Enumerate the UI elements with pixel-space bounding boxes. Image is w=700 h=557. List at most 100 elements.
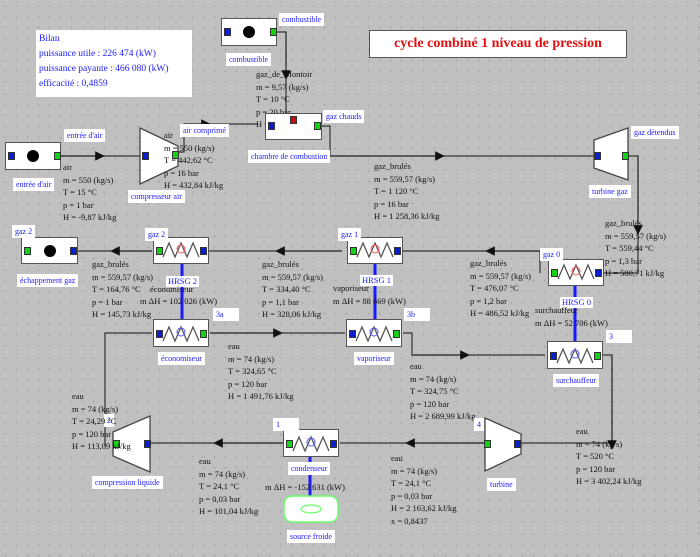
coil-icon: [557, 263, 595, 281]
inlet-port[interactable]: [268, 122, 275, 130]
stream-gas-0: gaz_brulés m = 559,57 (kg/s) T = 476,07 …: [470, 258, 531, 318]
outlet-port[interactable]: [551, 269, 558, 277]
label-hrsg-1: HRSG 1: [360, 275, 394, 286]
hrsg-0[interactable]: [548, 259, 604, 286]
wire-water-3b: [403, 332, 545, 356]
stream-gas-2: gaz_brulés m = 559,57 (kg/s) T = 164,76 …: [92, 259, 153, 319]
hrsg-1[interactable]: [347, 237, 403, 264]
outlet-port[interactable]: [393, 330, 400, 338]
combustion-chamber[interactable]: [265, 113, 322, 140]
outlet-port[interactable]: [70, 247, 77, 255]
exchange-name-surchauffeur: surchauffeur: [535, 305, 578, 315]
stream-air-comp: air m = 550 (kg/s) T = 442,62 °C p = 16 …: [164, 130, 224, 190]
label-entree-air-bottom: entrée d'air: [13, 178, 55, 191]
stream-gas-exp: gaz_brulés m = 559,57 (kg/s) T = 559,44 …: [605, 218, 666, 278]
label-4: 4: [474, 418, 484, 431]
stream-water-1: eau m = 74 (kg/s) T = 24,1 °C p = 0,03 b…: [199, 456, 259, 516]
bilan-efficiency: efficacité : 0,4859: [39, 79, 108, 89]
stream-gas-hot: gaz_brulés m = 559,57 (kg/s) T = 1 120 °…: [374, 161, 440, 221]
inlet-port[interactable]: [8, 152, 15, 160]
exchange-value-hrsg2: m ΔH = 102 026 (kW): [140, 296, 218, 306]
condenseur[interactable]: [283, 429, 339, 457]
label-1: 1: [273, 418, 299, 431]
inlet-port[interactable]: [224, 28, 231, 36]
steam-turbine-inlet-port[interactable]: [514, 440, 521, 448]
label-combustible-top: combustible: [279, 13, 325, 26]
inlet-port[interactable]: [24, 247, 31, 255]
air-inlet-source[interactable]: [5, 142, 61, 170]
bilan-useful-power: puissance utile : 226 474 (kW): [39, 49, 156, 59]
label-compresseur-air: compresseur air: [128, 190, 185, 203]
hrsg-2[interactable]: [153, 237, 209, 264]
inlet-port[interactable]: [200, 247, 207, 255]
exchange-name-economiseur: économiseur: [150, 284, 194, 294]
label-hrsg-0: HRSG 0: [560, 297, 594, 308]
inlet-port[interactable]: [349, 330, 356, 338]
inlet-port[interactable]: [394, 247, 401, 255]
steam-turbine-outlet-port[interactable]: [484, 440, 491, 448]
stream-gas-1: gaz_brulés m = 559,57 (kg/s) T = 334,40 …: [262, 259, 323, 319]
outlet-port[interactable]: [594, 352, 601, 360]
pump-outlet-port[interactable]: [113, 440, 120, 448]
label-surchauffeur: surchauffeur: [553, 374, 600, 387]
vaporiseur[interactable]: [346, 319, 402, 347]
stream-water-3a: eau m = 74 (kg/s) T = 324,65 °C p = 120 …: [228, 341, 294, 401]
bilan-heading: Bilan: [39, 34, 60, 44]
coil-icon: [162, 325, 200, 343]
stream-water-3: eau m = 74 (kg/s) T = 520 °C p = 120 bar…: [576, 426, 642, 486]
outlet-port[interactable]: [286, 440, 293, 448]
gas-turbine-outlet-port[interactable]: [622, 152, 629, 160]
label-gaz-2-hrsg: gaz 2: [145, 228, 169, 241]
inlet-port[interactable]: [330, 440, 337, 448]
outlet-port[interactable]: [156, 247, 163, 255]
economiseur[interactable]: [153, 319, 209, 347]
pump-shape: [112, 415, 151, 473]
stream-water-2: eau m = 74 (kg/s) T = 24,29 °C p = 120 b…: [72, 391, 131, 451]
label-condenseur: condenseur: [288, 462, 331, 475]
label-gaz-2: gaz 2: [12, 225, 36, 238]
pump-inlet-port[interactable]: [144, 440, 151, 448]
label-vaporiseur: vaporiseur: [354, 352, 394, 365]
steam-turbine-shape: [484, 416, 522, 473]
cold-source-shape: [283, 495, 339, 523]
outlet-port[interactable]: [314, 122, 321, 130]
label-2: 2: [104, 414, 114, 427]
inlet-port[interactable]: [595, 269, 602, 277]
diagram-title: cycle combiné 1 niveau de pression: [369, 30, 627, 58]
inlet-port[interactable]: [550, 352, 557, 360]
gas-turbine-inlet-port[interactable]: [594, 152, 601, 160]
compressor-air-inlet-port[interactable]: [142, 152, 149, 160]
outlet-port[interactable]: [270, 28, 277, 36]
label-hrsg-2: HRSG 2: [166, 276, 200, 287]
outlet-port[interactable]: [54, 152, 61, 160]
surchauffeur[interactable]: [547, 341, 603, 369]
inlet-port[interactable]: [156, 330, 163, 338]
exchange-name-vaporiseur: vaporiseur: [333, 283, 369, 293]
outlet-port[interactable]: [200, 330, 207, 338]
label-compression-liquide: compression liquide: [92, 476, 163, 489]
coil-icon: [356, 241, 394, 259]
sink-dot-icon: [44, 245, 56, 257]
label-source-froide: source froide: [287, 530, 335, 543]
label-turbine: turbine: [487, 478, 516, 491]
combustible-source[interactable]: [221, 18, 277, 46]
label-air-comprime: air comprimé: [180, 124, 229, 137]
label-turbine-gaz: turbine gaz: [589, 185, 631, 198]
compressor-air-outlet-port[interactable]: [172, 151, 179, 159]
coil-icon: [355, 325, 393, 343]
bilan-paid-power: puissance payante : 466 080 (kW): [39, 64, 169, 74]
wire-water-2: [104, 332, 152, 446]
source-dot-icon: [243, 26, 255, 38]
coil-icon: [556, 347, 594, 365]
stream-air-in: air m = 550 (kg/s) T = 15 °C p = 1 bar H…: [63, 162, 117, 222]
label-gaz-detendus: gaz détendus: [631, 126, 679, 139]
outlet-port[interactable]: [350, 247, 357, 255]
label-gaz-chauds: gaz chauds: [323, 110, 365, 123]
exchange-value-hrsg0: m ΔH = 52 706 (kW): [535, 318, 608, 328]
label-3: 3: [606, 330, 632, 343]
label-economiseur: économiseur: [158, 352, 205, 365]
exhaust-sink[interactable]: [21, 237, 78, 264]
fuel-port[interactable]: [290, 116, 297, 124]
stream-water-3b: eau m = 74 (kg/s) T = 324,75 °C p = 120 …: [410, 361, 476, 421]
